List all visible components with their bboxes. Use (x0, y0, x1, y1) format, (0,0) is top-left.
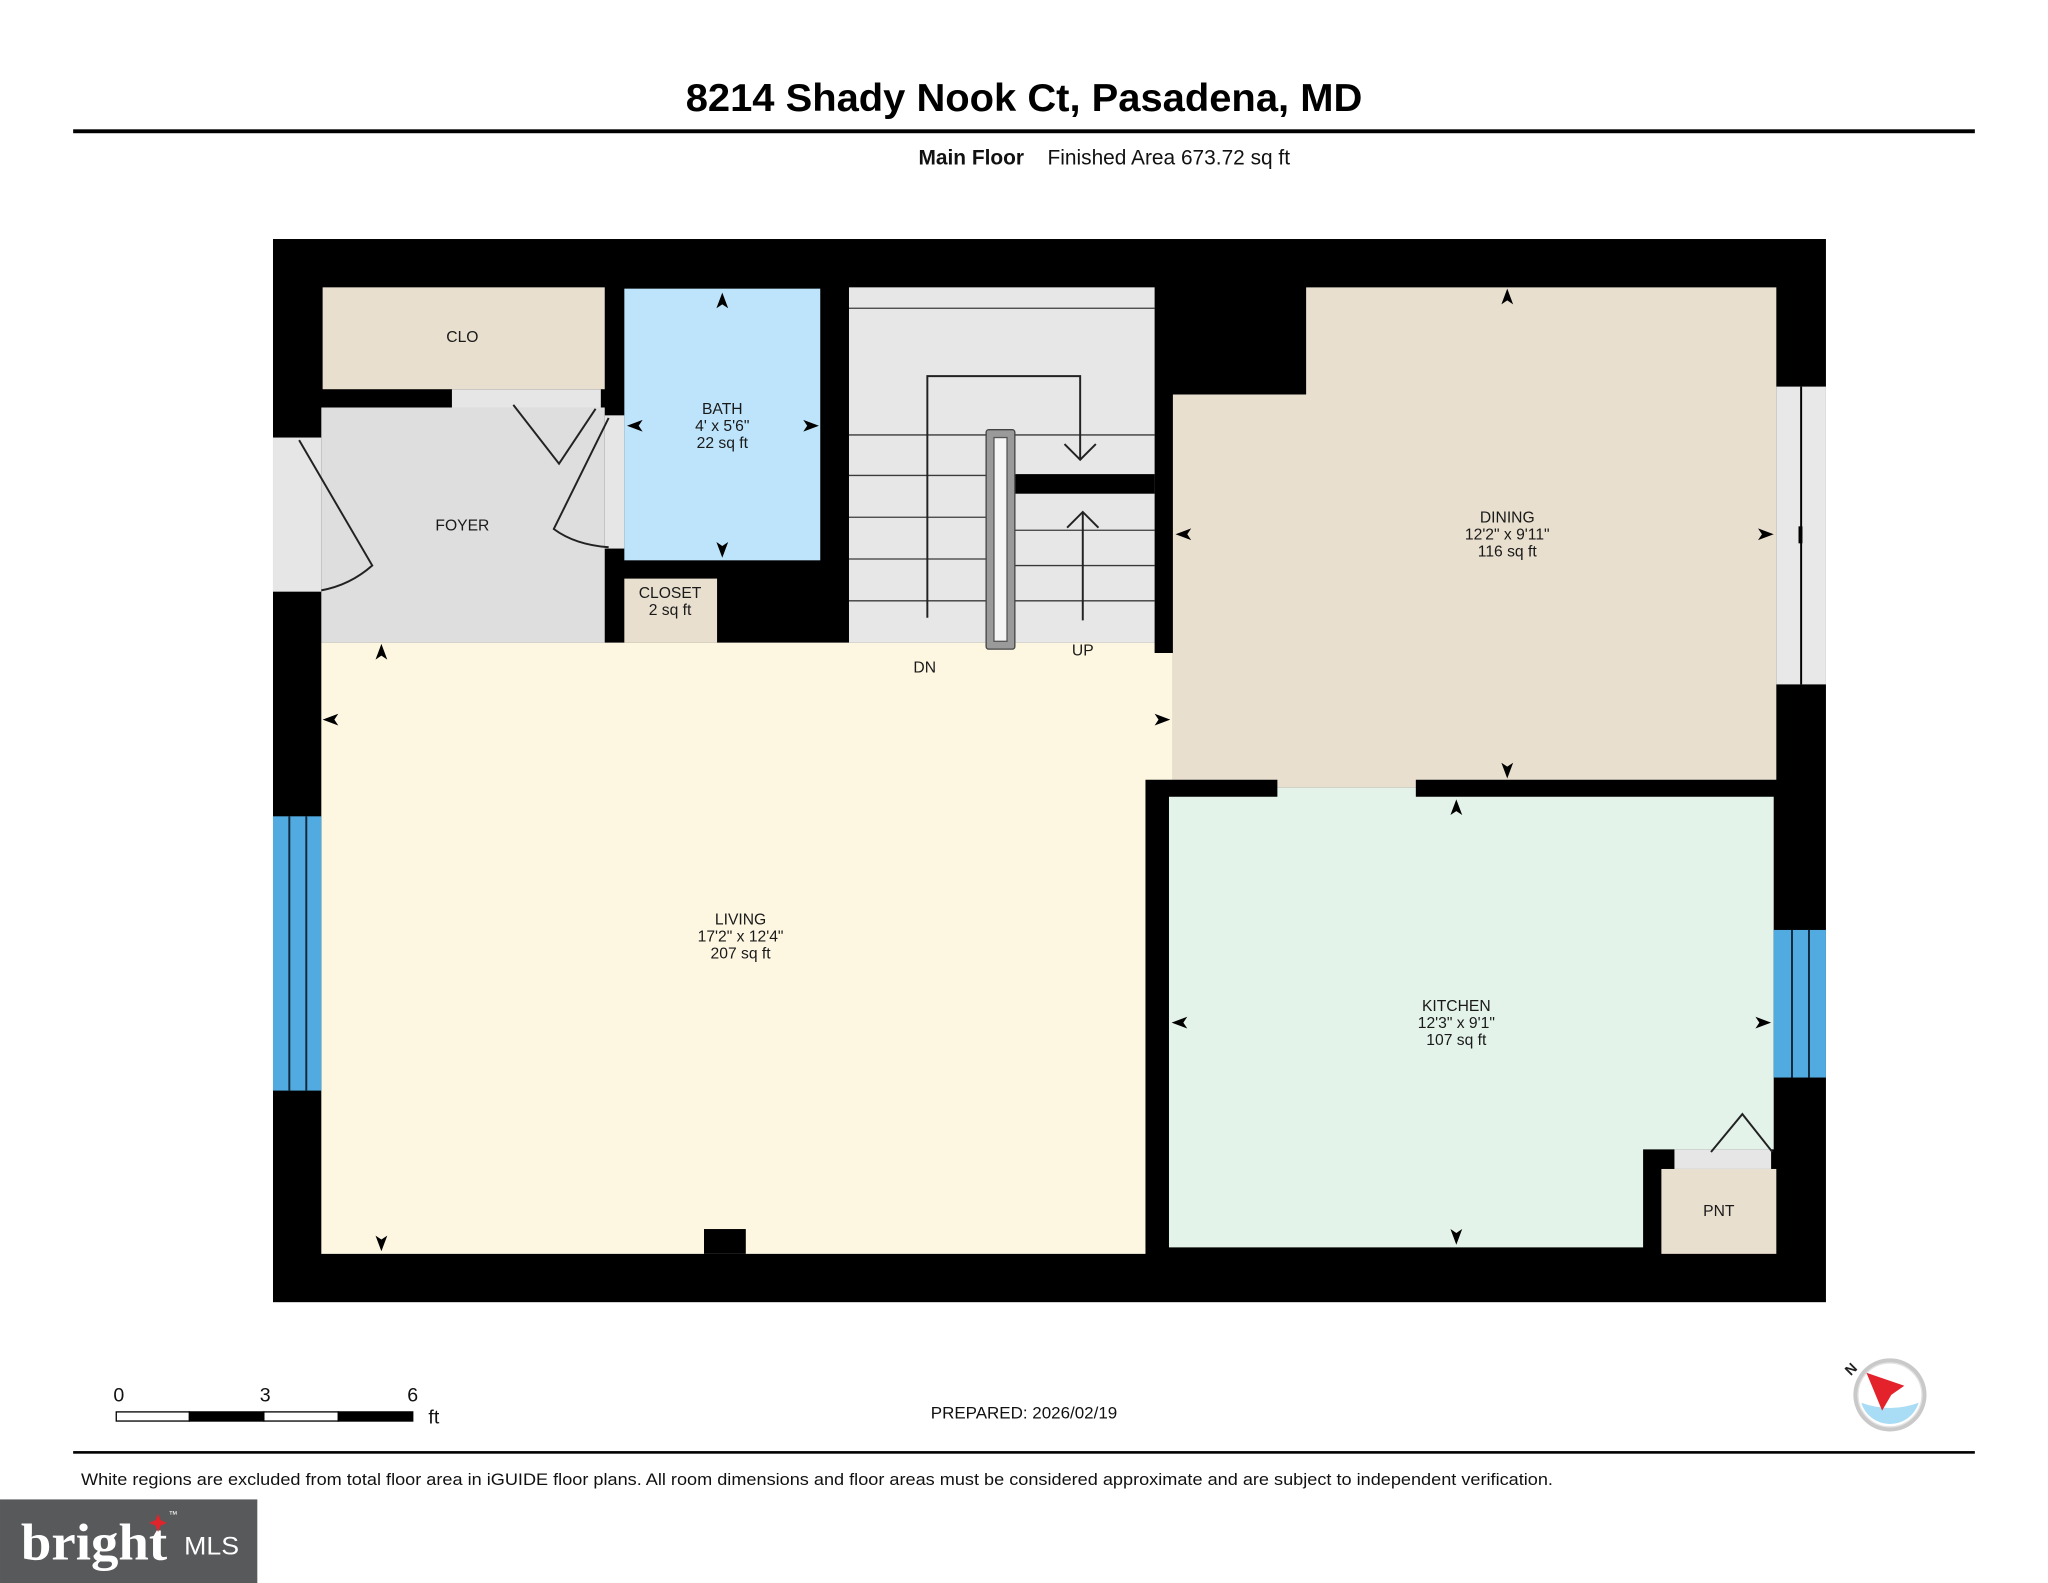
room-living (321, 642, 1173, 1254)
staircase: DN UP (848, 307, 1155, 677)
bath-door-opening (604, 415, 625, 549)
clo-name: CLO (446, 329, 478, 346)
property-address-title: 8214 Shady Nook Ct, Pasadena, MD (686, 77, 1363, 120)
logo-trademark: ™ (169, 1510, 178, 1520)
bath-door-swing (552, 417, 610, 549)
foyer-name: FOYER (435, 517, 489, 534)
stair-landing-wall (1014, 474, 1155, 494)
scale-tick-label: 0 (113, 1384, 124, 1406)
entry-door-opening (272, 437, 322, 592)
room-bath (624, 288, 821, 561)
living-window-glass (272, 816, 322, 1091)
kitchen-area: 107 sq ft (1426, 1032, 1487, 1049)
pantry-name: PNT (1703, 1203, 1735, 1220)
footer-rule (73, 1451, 1975, 1454)
living-dimensions: 17'2" x 12'4" (698, 929, 784, 946)
dining-name: DINING (1480, 509, 1535, 526)
scale-tick-label: 3 (260, 1384, 271, 1406)
scale-segment (115, 1411, 191, 1422)
scale-segment (337, 1411, 414, 1422)
floor-plan: DN UP CLO FOYER (272, 239, 1826, 1303)
finished-area: Finished Area 673.72 sq ft (1048, 147, 1291, 170)
stair-up-arrowhead (1066, 510, 1100, 529)
scale-tick-label: 6 (407, 1384, 418, 1406)
bright-mls-logo: bright ™ MLS (0, 1499, 258, 1583)
room-kitchen (1168, 787, 1774, 1248)
room-closet (624, 578, 718, 643)
bath-name: BATH (702, 401, 743, 418)
living-window (272, 816, 322, 1091)
room-clo (322, 287, 605, 390)
scale-bar: 0 3 6 ft (113, 1384, 439, 1428)
pantry-door-swing (1710, 1112, 1774, 1153)
disclaimer: White regions are excluded from total fl… (81, 1471, 1553, 1489)
stair-down-arrowhead (1063, 443, 1097, 462)
compass-rose: N (1842, 1358, 1927, 1432)
logo-suffix: MLS (184, 1533, 239, 1560)
prepared-date: PREPARED: 2026/02/19 (931, 1403, 1117, 1422)
room-dining (1172, 287, 1777, 788)
stair-down-path (926, 375, 1082, 618)
pantry-door-opening (1674, 1149, 1772, 1169)
kitchen-window-glass (1773, 929, 1826, 1078)
stair-up-label: UP (1072, 643, 1094, 660)
floor-name: Main Floor (918, 147, 1024, 170)
logo-background (0, 1499, 258, 1583)
dining-area: 116 sq ft (1478, 543, 1538, 560)
room-foyer (321, 407, 605, 643)
clo-door-swing (512, 404, 597, 466)
entry-door-swing (298, 439, 374, 592)
living-column (704, 1229, 746, 1254)
kitchen-name: KITCHEN (1422, 998, 1491, 1015)
stair-handrail-inner (993, 436, 1008, 642)
scale-segment (263, 1411, 339, 1422)
clo-door-opening (451, 389, 601, 408)
kitchen-dimensions: 12'3" x 9'1" (1418, 1015, 1495, 1032)
title-rule (73, 129, 1975, 134)
logo-brand: bright (21, 1513, 168, 1571)
dining-sliding-door-handle (1798, 526, 1803, 544)
stair-down-label: DN (913, 660, 936, 677)
kitchen-window (1773, 929, 1826, 1078)
compass-lower-face (1861, 1402, 1919, 1425)
closet-area: 2 sq ft (649, 602, 692, 619)
living-name: LIVING (715, 912, 766, 929)
closet-name: CLOSET (639, 585, 702, 602)
dining-sliding-door (1776, 386, 1826, 685)
room-pantry (1661, 1168, 1777, 1254)
bath-dimensions: 4' x 5'6" (695, 418, 749, 435)
dining-dimensions: 12'2" x 9'11" (1465, 526, 1550, 543)
scale-unit: ft (428, 1407, 439, 1429)
compass-needle (1866, 1372, 1905, 1411)
living-area: 207 sq ft (711, 946, 772, 963)
scale-segment (188, 1411, 265, 1422)
bath-area: 22 sq ft (697, 435, 749, 452)
logo-spark-icon (148, 1513, 168, 1533)
